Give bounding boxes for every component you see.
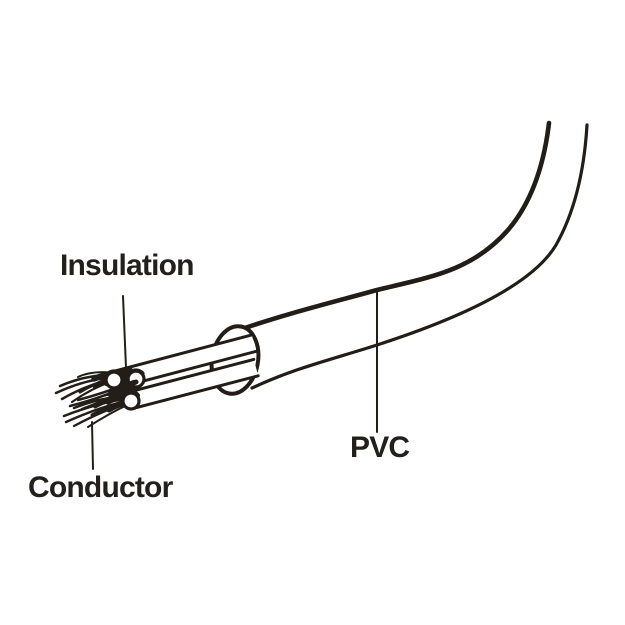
insulation-leader-line xyxy=(122,295,127,369)
conductor-leader-line xyxy=(91,421,94,470)
wire-insulation-lower xyxy=(128,357,260,410)
insulation-end-ring-upper xyxy=(103,369,124,390)
pvc-sheath-body xyxy=(236,123,587,388)
insulation-label: Insulation xyxy=(60,249,194,282)
pvc-sheath-top-outline xyxy=(233,120,552,334)
conductor-label: Conductor xyxy=(28,471,173,504)
insulation-end-ring-lower xyxy=(120,389,141,411)
pvc-sheath-bottom-outline xyxy=(250,123,589,390)
pvc-label: PVC xyxy=(350,431,410,464)
